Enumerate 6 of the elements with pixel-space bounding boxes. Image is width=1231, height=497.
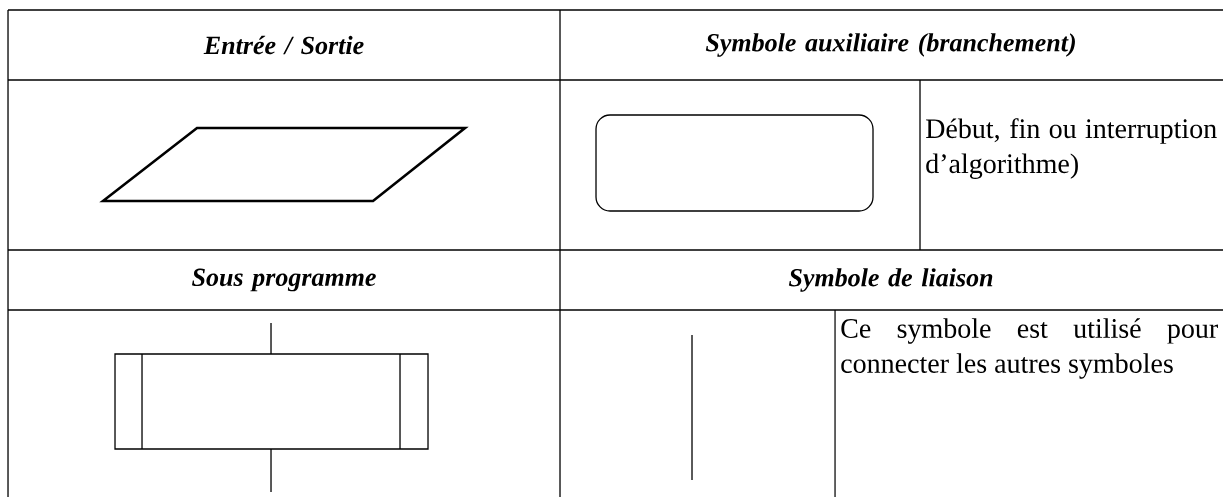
column-header: Sous programme [192, 268, 376, 292]
column-header: Symbole auxiliaire (branchement) [705, 33, 1075, 57]
column-header: Entrée / Sortie [203, 35, 364, 55]
column-header: Symbole de liaison [788, 268, 993, 292]
description-text: Début, fin ou interruption d’algorithme) [926, 118, 1217, 179]
description-text: Ce symbole est utilisé pour connecter les autres symboles [841, 318, 1218, 379]
